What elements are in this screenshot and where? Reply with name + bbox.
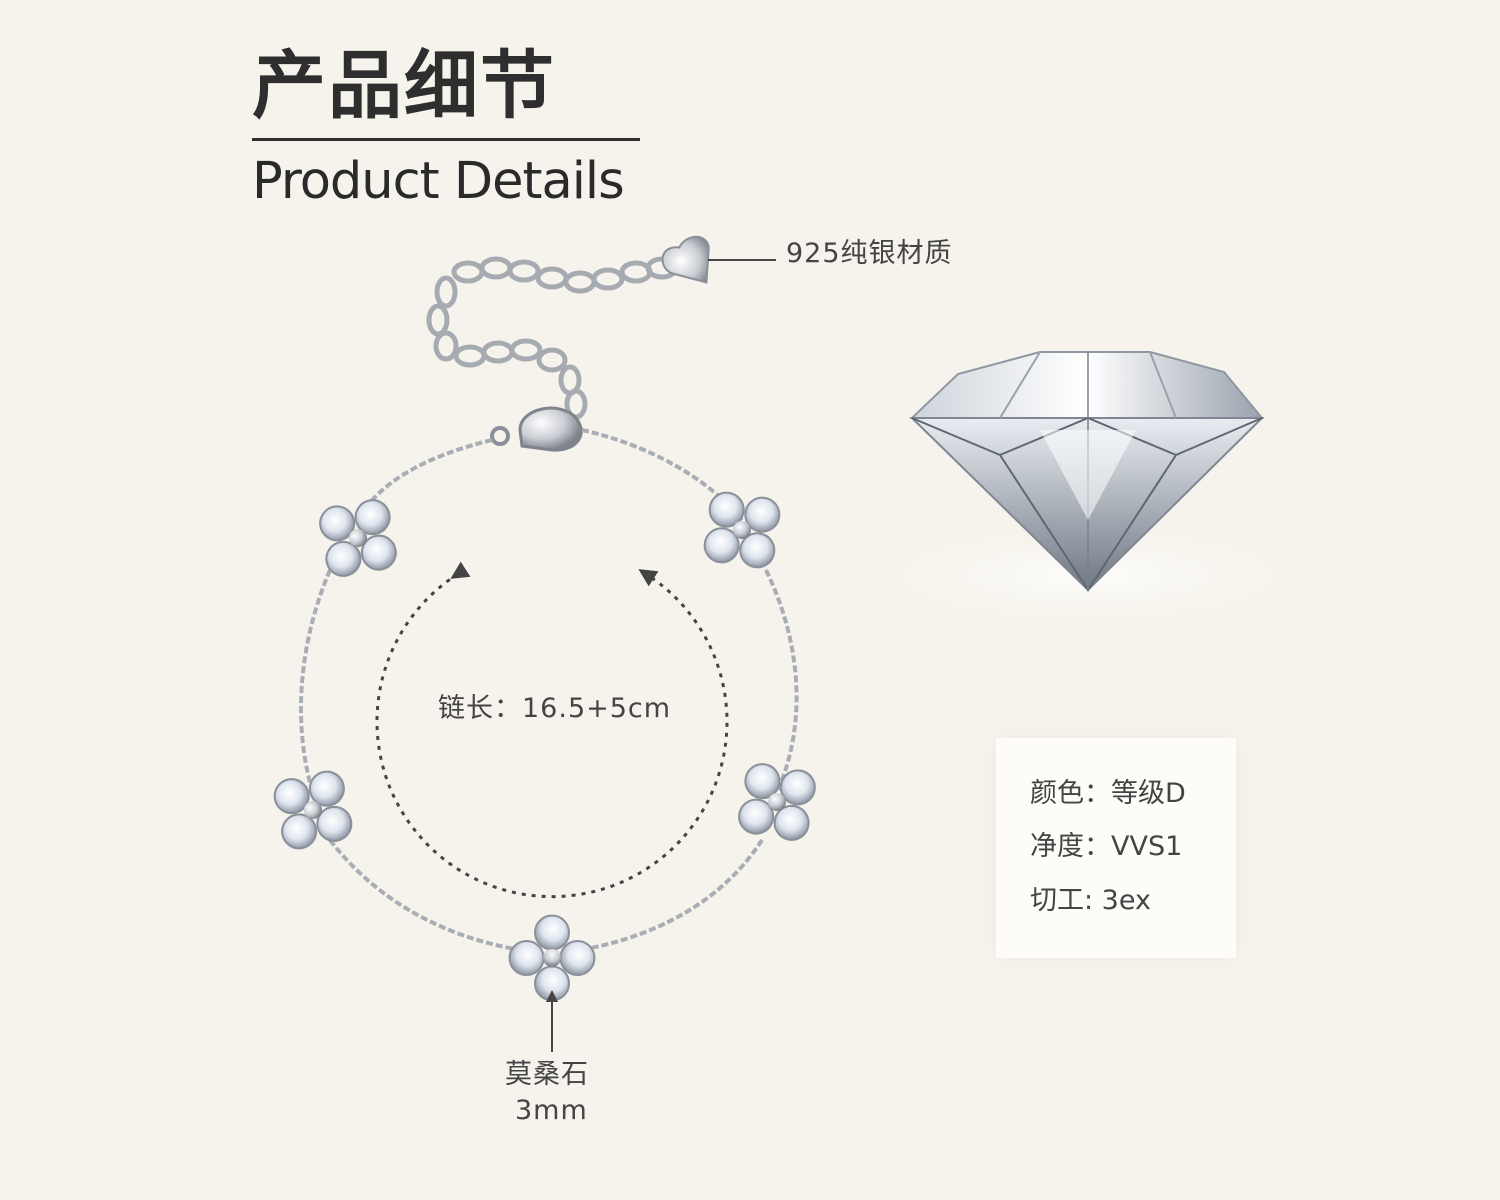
stone-name-label: 莫桑石 <box>505 1059 589 1090</box>
clover-charm-icon <box>270 489 819 1009</box>
heart-tag-icon <box>661 235 710 284</box>
diamond-icon <box>858 351 1318 630</box>
material-label: 925纯银材质 <box>786 238 953 269</box>
stone-size-label: 3mm <box>515 1095 588 1126</box>
title-divider <box>252 138 640 141</box>
page-title-chinese: 产品细节 <box>252 43 556 129</box>
lobster-clasp-icon <box>490 406 583 452</box>
page-title-english: Product Details <box>252 152 625 211</box>
spec-cut: 切工: 3ex <box>1030 885 1151 916</box>
spec-color: 颜色：等级D <box>1030 778 1186 809</box>
circle-arrow-icon <box>375 561 729 899</box>
spec-card: 颜色：等级D 净度：VVS1 切工: 3ex <box>996 738 1236 958</box>
extension-chain <box>426 256 679 420</box>
chain-length-label: 链长：16.5+5cm <box>438 693 672 724</box>
spec-clarity: 净度：VVS1 <box>1030 831 1183 862</box>
